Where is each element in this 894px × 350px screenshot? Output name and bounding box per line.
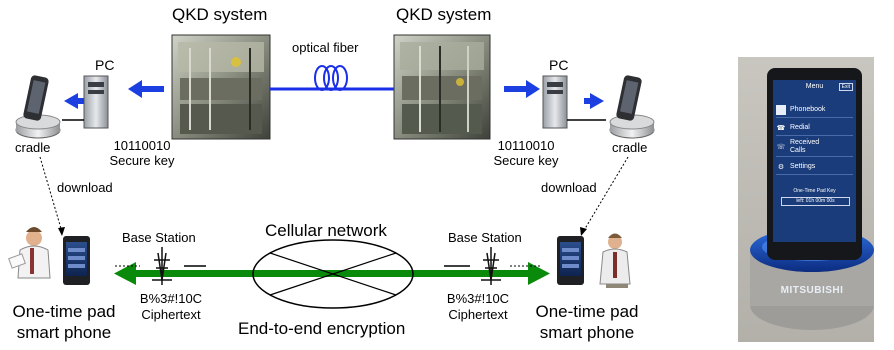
ciphertext-left-value: B%3#!10C: [139, 291, 203, 306]
phone-screen: Menu Exit Phonebook ☎ Redial ☏ Received …: [773, 80, 856, 242]
phonebook-icon: [776, 104, 786, 115]
menu-item-settings[interactable]: ⚙ Settings: [776, 159, 853, 175]
end-to-end-label: End-to-end encryption: [238, 319, 406, 338]
secure-key-right-label: Secure key: [493, 153, 559, 168]
optical-fiber-label: optical fiber: [292, 40, 359, 55]
otp-key-remaining: left: 01h 00m 00s: [781, 197, 850, 206]
base-station-right-label: Base Station: [448, 230, 522, 245]
pc-tower-left: [62, 75, 109, 129]
qkd-rack-right: [393, 34, 491, 140]
menu-item-phonebook[interactable]: Phonebook: [776, 102, 853, 118]
phone-left-line1: One-time pad: [12, 302, 116, 321]
base-station-left-label: Base Station: [122, 230, 196, 245]
base-station-tower-left: [152, 247, 172, 285]
qkd-rack-left: [171, 34, 271, 140]
cradle-right-label: cradle: [612, 140, 648, 155]
pc-left-label: PC: [95, 57, 115, 73]
secure-key-left-bits: 10110010: [113, 138, 171, 153]
key-transfer-arrows: [64, 80, 604, 109]
cradle-right-device: [609, 75, 655, 139]
secure-key-right-bits: 10110010: [497, 138, 555, 153]
pc-tower-right: [542, 75, 606, 129]
menu-title: Menu: [805, 83, 824, 90]
ciphertext-right-label: Ciphertext: [448, 307, 508, 322]
qkd-system-left-label: QKD system: [172, 5, 268, 24]
smart-phone-left: [63, 236, 90, 285]
phone-left-line2: smart phone: [16, 323, 112, 342]
qkd-system-right-label: QKD system: [396, 5, 492, 24]
base-station-tower-right: [481, 247, 501, 285]
ciphertext-right-value: B%3#!10C: [446, 291, 510, 306]
download-line-left: [39, 156, 63, 233]
otp-key-title: One-Time Pad Key: [793, 188, 836, 194]
phone-icon: ☎: [776, 124, 786, 132]
download-right-label: download: [541, 180, 597, 195]
smart-phone-right: [557, 236, 584, 285]
device-photo: [738, 57, 874, 342]
person-right: [599, 233, 631, 288]
phone-right-line2: smart phone: [539, 323, 635, 342]
menu-item-redial[interactable]: ☎ Redial: [776, 120, 853, 136]
download-line-right: [582, 156, 629, 233]
cellular-network-cloud: [252, 239, 414, 309]
menu-item-received-calls[interactable]: ☏ Received Calls: [776, 138, 853, 157]
cradle-left-device: [15, 75, 61, 139]
cradle-left-label: cradle: [15, 140, 51, 155]
incoming-call-icon: ☏: [776, 144, 786, 151]
gear-icon: ⚙: [777, 163, 785, 171]
mitsubishi-brand: MITSUBISHI: [780, 285, 844, 296]
person-left: [8, 227, 51, 279]
phone-right-line1: One-time pad: [535, 302, 639, 321]
secure-key-left-label: Secure key: [109, 153, 175, 168]
download-left-label: download: [57, 180, 113, 195]
ciphertext-left-label: Ciphertext: [141, 307, 201, 322]
optical-fiber-line: [270, 65, 394, 91]
pc-right-label: PC: [549, 57, 569, 73]
cellular-network-label: Cellular network: [265, 221, 387, 240]
exit-button[interactable]: Exit: [838, 83, 853, 91]
